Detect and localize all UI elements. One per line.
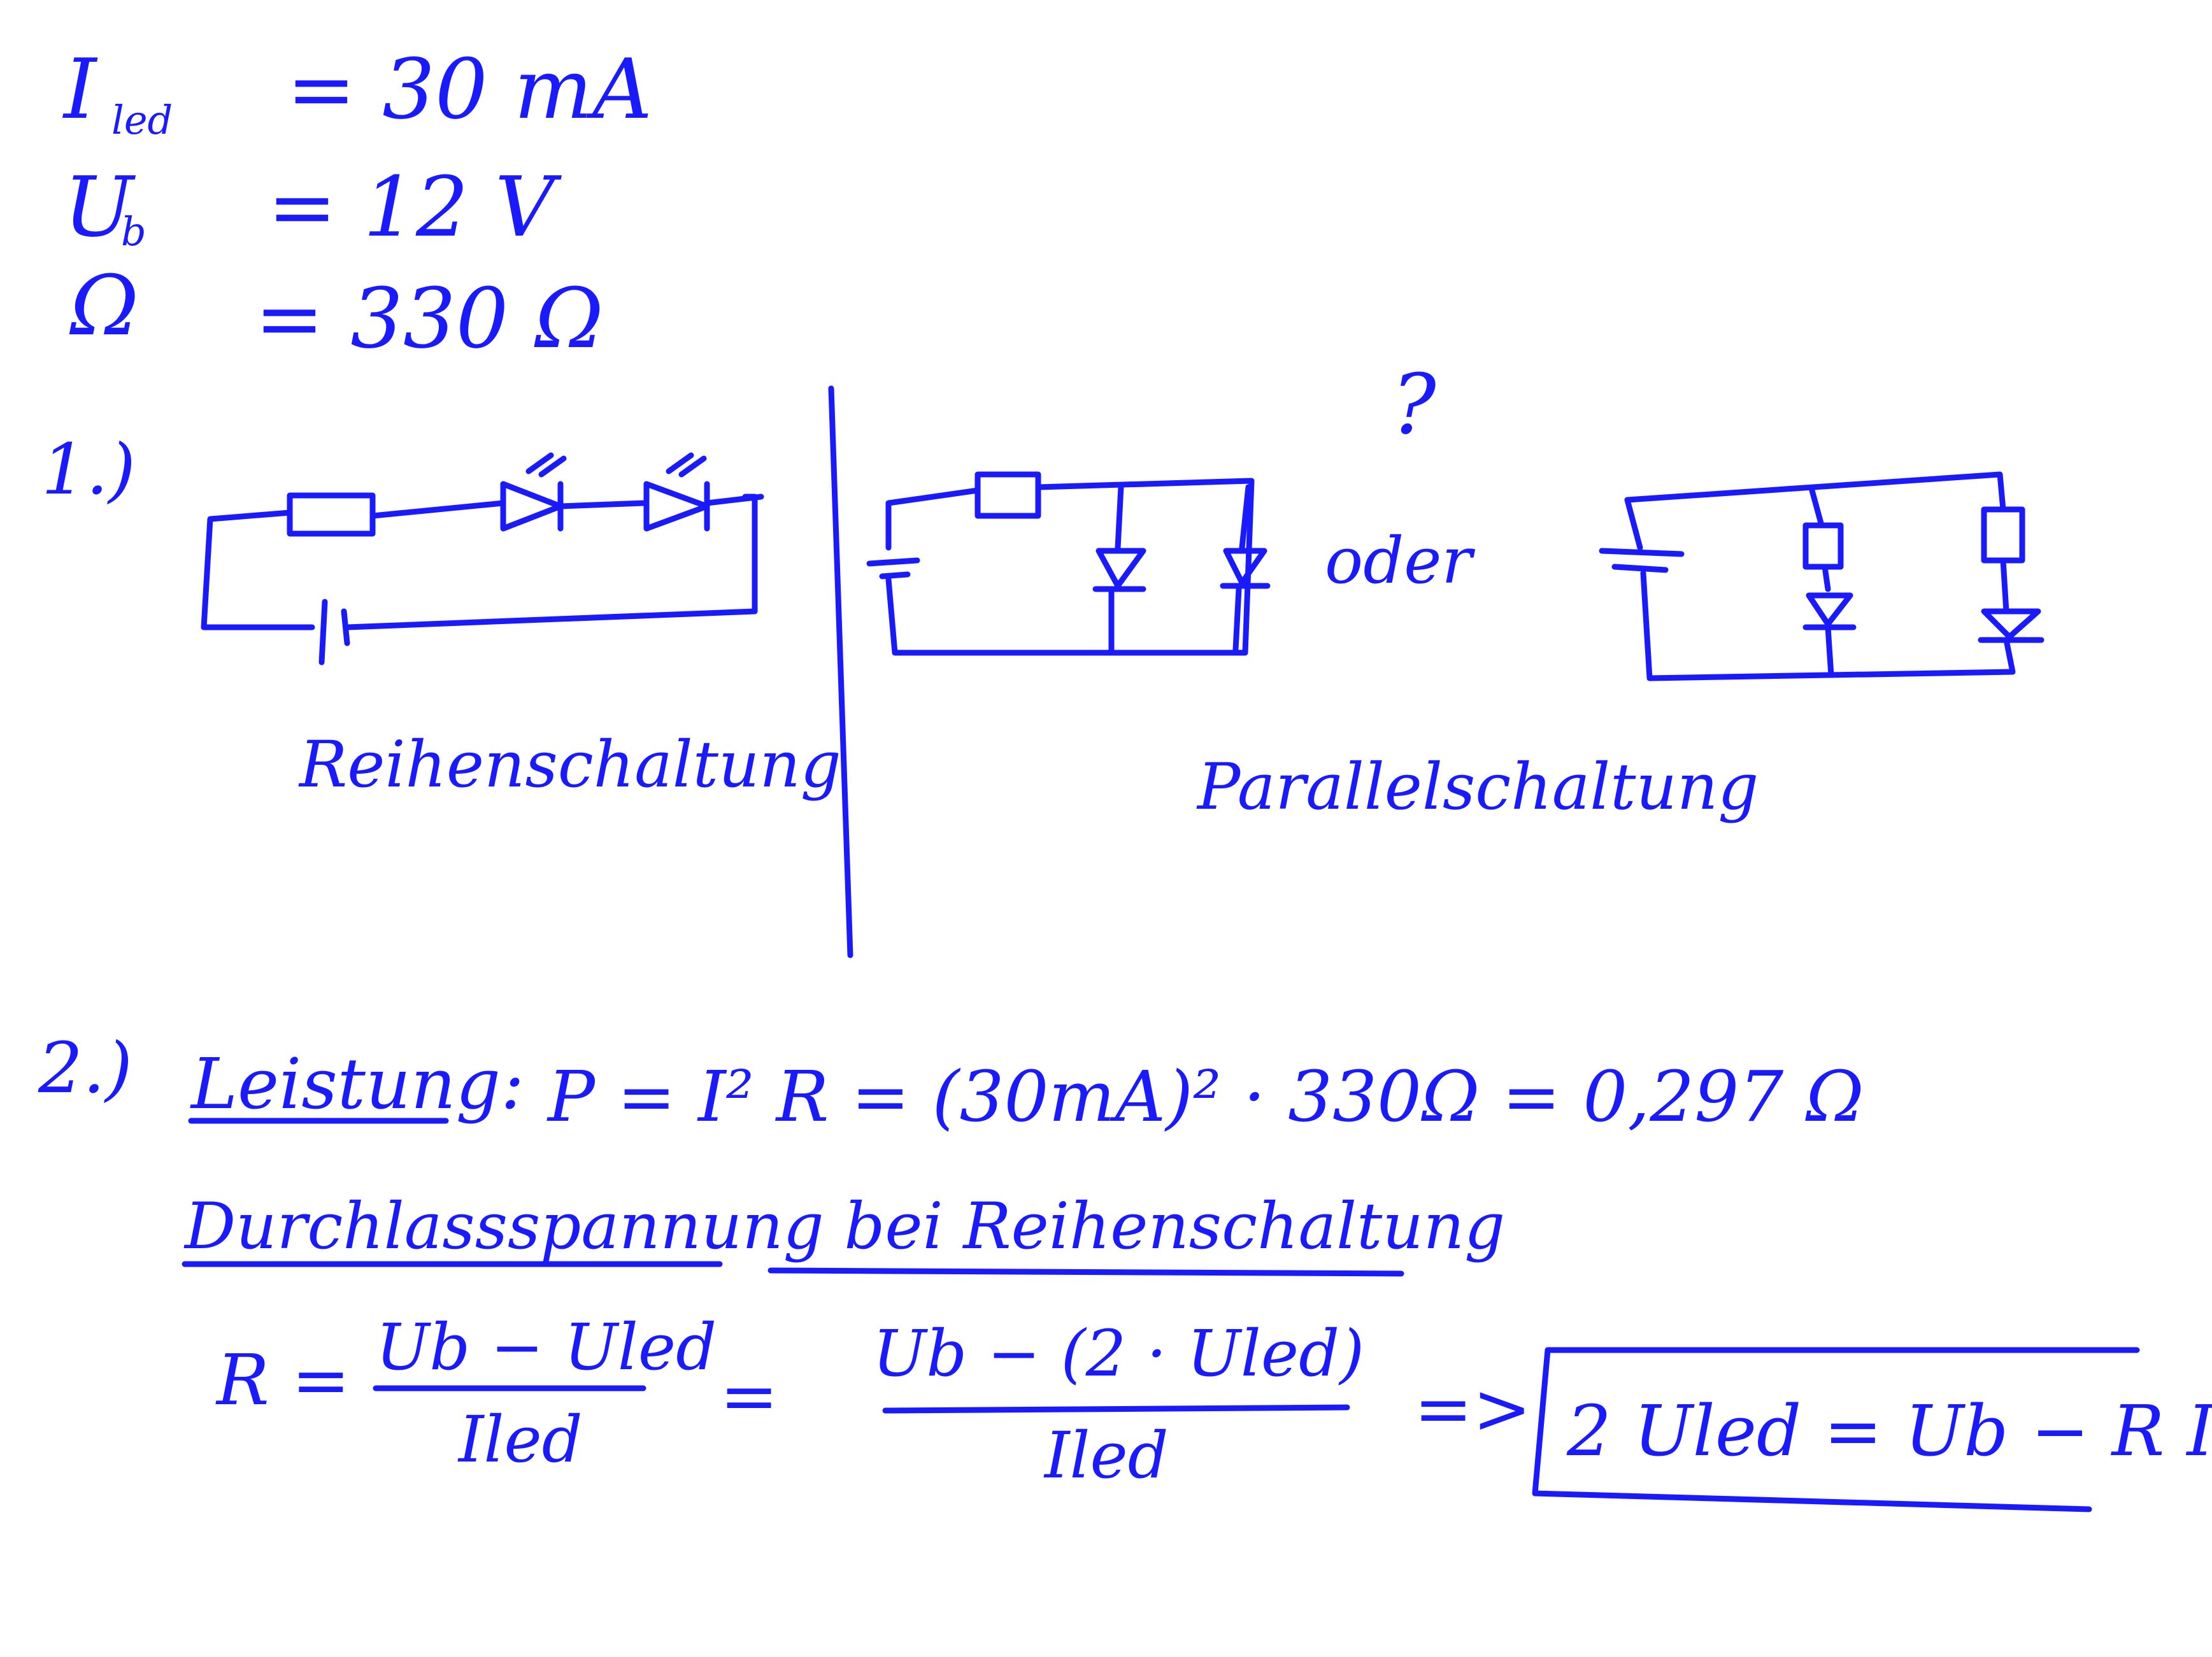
u-b-symbol: U (64, 159, 136, 255)
parallel-a-led1-icon (1092, 548, 1146, 592)
series-wire-led2-end (704, 494, 764, 506)
durchlass-heading: Durchlassspannung bei Reihenschaltung (183, 1189, 1505, 1263)
series-circuit-diagram (201, 452, 764, 665)
parallel-label: Parallelschaltung (1196, 750, 1759, 824)
parallel-a-wire-loop (885, 478, 1255, 656)
leistung-heading: Leistung: (190, 1043, 524, 1125)
parallel-b-resistor2 (1981, 506, 2025, 564)
separator-line (828, 385, 853, 958)
i-led-symbol: I (62, 41, 98, 138)
parallel-b-led2-icon (1978, 608, 2044, 643)
oder-word: oder (1325, 523, 1475, 598)
part2-marker: 2.) (38, 1027, 132, 1109)
parallel-a-branch1-wire (1108, 484, 1124, 656)
fraction2-denominator: Iled (1043, 1418, 1169, 1493)
r-equals: R = (215, 1339, 350, 1421)
fraction2-numerator: Ub − (2 · Uled) (873, 1316, 1364, 1391)
series-led2-rays (666, 452, 707, 478)
equals-sign: = (720, 1355, 778, 1437)
resistance-value: = 330 Ω (255, 270, 604, 367)
series-led2-icon (643, 481, 710, 532)
question-mark: ? (1392, 356, 1437, 453)
parallel-b-branch1-wire (1809, 487, 1834, 678)
parallel-a-branch2-wire (1232, 484, 1252, 653)
parallel-b-wire-loop (1624, 471, 2016, 681)
series-battery-icon (318, 599, 350, 665)
series-led1-icon (500, 481, 564, 532)
parallel-b-led1-icon (1802, 592, 1857, 630)
power-formula: P = I² R = (30mA)² · 330Ω = 0,297 Ω (546, 1056, 1864, 1137)
durchlass-underline-2 (767, 1267, 1404, 1277)
series-led1-rays (525, 452, 567, 478)
fraction2-bar (882, 1404, 1350, 1414)
parallel-a-led2-icon (1220, 548, 1271, 589)
part1-marker: 1.) (41, 429, 136, 510)
series-resistor (287, 492, 376, 537)
implies-arrow: => (1414, 1368, 1531, 1449)
i-led-value: = 30 mA (287, 41, 652, 138)
fraction1-denominator: Iled (457, 1402, 583, 1477)
u-b-subscript: b (121, 208, 146, 255)
i-led-subscript: led (111, 97, 173, 143)
givens-block: I led = 30 mA U b = 12 V Ω = 330 Ω (62, 41, 652, 367)
boxed-result: 2 Uled = Ub − R Iled (1566, 1390, 2212, 1472)
series-label: Reihenschaltung (298, 727, 841, 802)
series-wire-resistor-led1 (369, 500, 506, 519)
parallel-b-battery-icon (1599, 548, 1685, 573)
result-box (1532, 1347, 2140, 1512)
parallel-a-battery-icon (866, 557, 920, 580)
series-wire-led1-led2 (557, 500, 646, 509)
parallel-a-resistor (974, 471, 1041, 519)
parallel-circuit-a-diagram (866, 471, 1271, 656)
parallel-b-resistor1 (1802, 522, 1844, 570)
resistance-symbol: Ω (69, 257, 139, 354)
parallel-circuit-b-diagram (1599, 471, 2044, 681)
fraction1-numerator: Ub − Uled (376, 1310, 717, 1384)
u-b-value: = 12 V (268, 159, 562, 255)
